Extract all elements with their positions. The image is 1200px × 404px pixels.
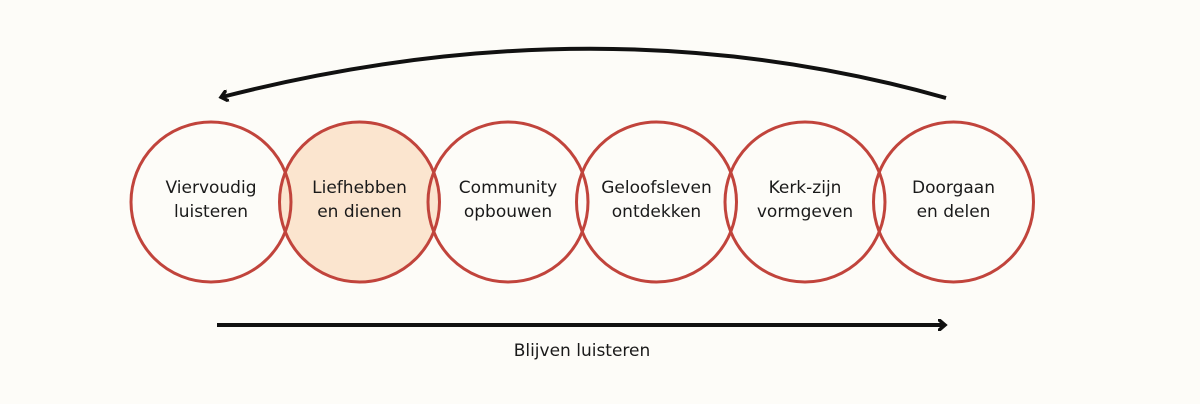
stage-label: Doorgaan en delen [879,176,1029,224]
stage-label-line1: Community [458,178,558,198]
circle-fill-highlight [279,122,440,282]
stage-label: Geloofsleven ontdekken [582,176,732,224]
stage-label: Viervoudig luisteren [136,176,286,224]
stage-label-line2: opbouwen [463,202,553,222]
stage-label-line1: Geloofsleven [601,178,712,198]
stage-circle [426,120,590,284]
bottom-label: Blijven luisteren [513,341,651,361]
stage-label-line1: Liefhebben [312,178,407,198]
stage-label-line1: Viervoudig [165,178,257,198]
stage-label: Kerk-zijn vormgeven [730,176,880,224]
stage-label-line2: vormgeven [756,202,854,222]
stage-circle [872,120,1035,284]
stage-label: Liefhebben en dienen [285,176,435,224]
stage-circle [129,120,293,284]
stage-label-line2: en delen [916,202,991,222]
return-arrow [222,46,947,98]
stage-label-line2: en dienen [317,202,402,222]
stage-circle [575,120,738,284]
stage-label-line1: Doorgaan [912,178,995,198]
stage-label-line2: luisteren [173,202,249,222]
stage-label: Community opbouwen [433,176,583,224]
stage-label-line1: Kerk-zijn [768,178,842,198]
stage-circle [278,120,441,284]
stage-circle [723,120,887,284]
stage-label-line2: ontdekken [611,202,702,222]
